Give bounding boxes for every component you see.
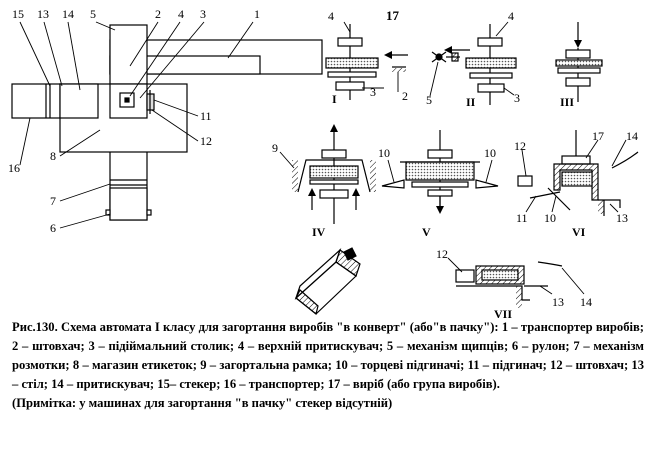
- stage-3-roman: III: [560, 95, 574, 109]
- stage-4-roman: IV: [312, 225, 326, 239]
- center-dot: [124, 97, 130, 103]
- label-14: 14: [62, 7, 74, 21]
- stage-6-label-17: 17: [592, 129, 604, 143]
- label-4: 4: [178, 7, 184, 21]
- stage-5-label-10-right: 10: [484, 146, 496, 160]
- stage-3: [555, 22, 603, 102]
- label-7: 7: [50, 194, 56, 208]
- label-16: 16: [8, 161, 20, 175]
- label-3: 3: [200, 7, 206, 21]
- label-11: 11: [200, 109, 212, 123]
- stage-7-label-14: 14: [580, 295, 592, 309]
- label-2: 2: [155, 7, 161, 21]
- label-6: 6: [50, 221, 56, 235]
- roll-tab-right: [146, 209, 152, 216]
- stage-6-label-11: 11: [516, 211, 528, 225]
- stage-7: [455, 261, 563, 308]
- stacker: [59, 83, 99, 119]
- stage-2-roman: II: [466, 95, 476, 109]
- stage-4-label-9: 9: [272, 141, 278, 155]
- stage-7-roman: VII: [494, 307, 512, 321]
- stage-7-label-13: 13: [552, 295, 564, 309]
- stage-1-label-17: 17: [386, 8, 400, 23]
- output-conveyor: [11, 83, 61, 119]
- stage-6-label-14: 14: [626, 129, 638, 143]
- caption-main: Рис.130. Схема автомата I класу для заго…: [12, 320, 644, 391]
- stage-1-roman: I: [332, 92, 337, 106]
- stage-6-roman: VI: [572, 225, 586, 239]
- label-15: 15: [12, 7, 24, 21]
- stage-6-label-13: 13: [616, 211, 628, 225]
- stage-6: [517, 130, 639, 216]
- stage-2-label-5: 5: [426, 93, 432, 107]
- stage-1-label-4: 4: [328, 9, 334, 23]
- label-1: 1: [254, 7, 260, 21]
- stage-5: [381, 130, 499, 214]
- wrapped-package: [294, 247, 361, 316]
- stage-4: [292, 124, 376, 224]
- stage-6-label-12: 12: [514, 139, 526, 153]
- stage-2: [431, 24, 517, 105]
- label-5: 5: [90, 7, 96, 21]
- roll: [109, 187, 148, 221]
- stage-7-label-12: 12: [436, 247, 448, 261]
- stage-6-label-10: 10: [544, 211, 556, 225]
- stage-2-label-3: 3: [514, 91, 520, 105]
- figure-caption: Рис.130. Схема автомата I класу для заго…: [12, 318, 644, 413]
- label-13: 13: [37, 7, 49, 21]
- stage-5-roman: V: [422, 225, 431, 239]
- stage-5-label-10-left: 10: [378, 146, 390, 160]
- stage-1-label-2: 2: [402, 89, 408, 103]
- stage-1: [325, 24, 408, 100]
- stage-1-label-3: 3: [370, 85, 376, 99]
- plan-view: [11, 24, 323, 221]
- label-12: 12: [200, 134, 212, 148]
- stage-2-label-4: 4: [508, 9, 514, 23]
- caption-note: (Примітка: у машинах для загортання "в п…: [12, 396, 393, 410]
- label-8: 8: [50, 149, 56, 163]
